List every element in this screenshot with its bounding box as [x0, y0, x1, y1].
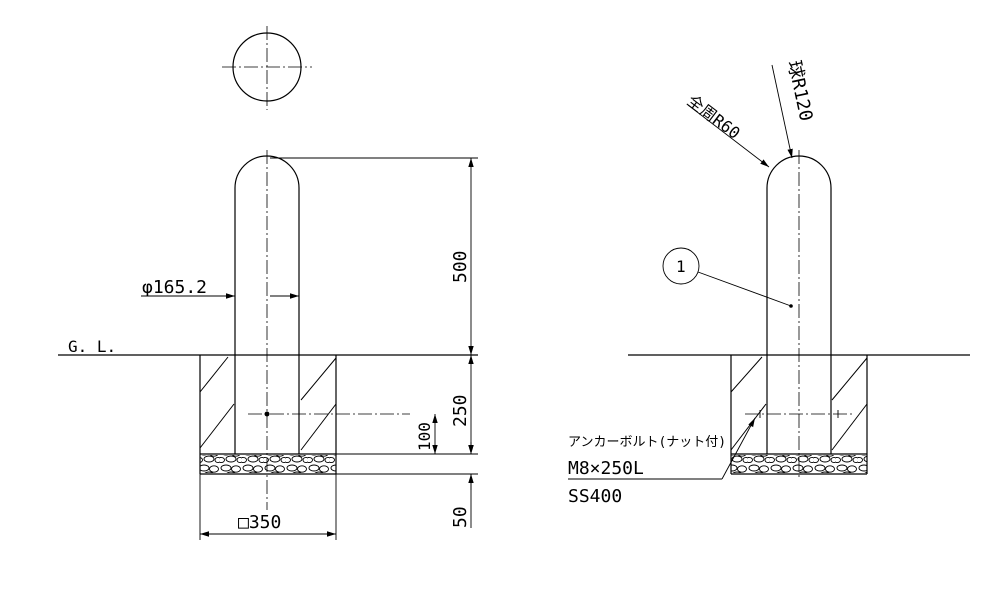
bolt-height-label: 100	[415, 422, 434, 451]
anchor-callout: アンカーボルト(ナット付) M8×250L SS400	[568, 417, 756, 507]
right-view: 全周R60 球R120 1 アンカーボルト(ナット付) M8×250L SS40…	[568, 59, 970, 507]
top-view-circle	[222, 26, 312, 110]
anchor-title: アンカーボルト(ナット付)	[568, 435, 726, 450]
diameter-dimension: φ165.2	[141, 277, 299, 299]
height-label: 500	[450, 250, 471, 283]
anchor-size: M8×250L	[568, 458, 644, 479]
depth-dimension: 250	[450, 355, 474, 454]
bolt-height-dimension: 100	[415, 414, 438, 454]
fillet-label: 全周R60	[684, 91, 744, 143]
part-number: 1	[676, 257, 686, 276]
anchor-material: SS400	[568, 486, 622, 507]
diameter-label: φ165.2	[142, 277, 207, 298]
sphere-label: 球R120	[783, 59, 816, 123]
anchor-bolt	[745, 410, 853, 418]
sphere-leader	[771, 64, 793, 159]
footing-label: □350	[238, 512, 281, 533]
gravel-dimension: 50	[450, 442, 474, 528]
bolt-point	[264, 411, 270, 417]
gravel-bed	[200, 455, 336, 473]
gravel-label: 50	[450, 506, 471, 528]
depth-label: 250	[450, 394, 471, 427]
footing-dimension: □350	[199, 474, 337, 540]
left-view: G. L. φ165.2	[58, 26, 478, 540]
ground-label: G. L.	[68, 337, 116, 356]
fillet-leader	[687, 104, 770, 168]
height-dimension: 500	[450, 158, 474, 355]
part-balloon: 1	[662, 247, 793, 308]
